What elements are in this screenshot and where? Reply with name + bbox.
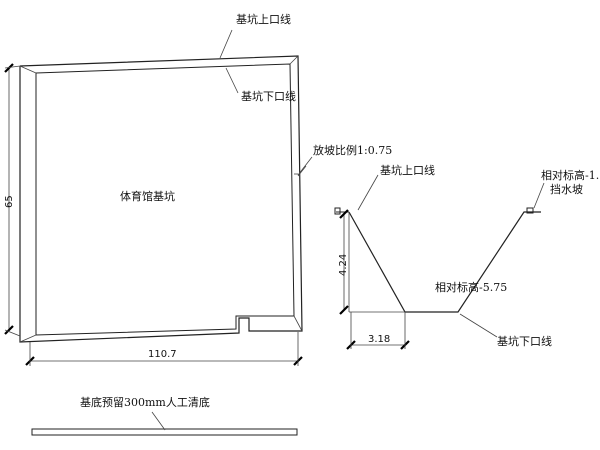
bottom-level-label: 相对标高-5.75 (435, 280, 507, 294)
slope-width-dimension-text: 3.18 (368, 334, 390, 345)
extension-line (4, 65, 21, 69)
retaining-slope-marker (526, 207, 534, 214)
leader-line (297, 156, 313, 176)
pit-plan-view: 基坑上口线 基坑下口线 放坡比例1:0.75 体育馆基坑 65 110.7 (4, 12, 392, 366)
dimension-tick (4, 63, 14, 73)
dimension-tick (339, 305, 349, 315)
plan-top-edge-label: 基坑上口线 (236, 12, 291, 26)
leader-line (533, 182, 545, 209)
pit-top-edge-line (19, 55, 303, 343)
leader-line (151, 411, 166, 431)
section-bottom-edge-label: 基坑下口线 (497, 334, 552, 348)
plan-bottom-edge-label: 基坑下口线 (241, 89, 296, 103)
top-marker (334, 207, 341, 215)
extension-line (4, 329, 21, 337)
base-reserve-strip: 基底预留300mm人工清底 (31, 395, 298, 436)
leader-line (459, 313, 498, 338)
corner-link (19, 334, 37, 343)
dimension-tick (4, 325, 14, 335)
section-profile-line (348, 211, 541, 313)
height-dimension-text: 65 (4, 195, 15, 208)
slope-ratio-label: 放坡比例1:0.75 (313, 143, 392, 157)
width-dimension-text: 110.7 (148, 349, 177, 360)
dimension-tick (339, 209, 349, 219)
corner-link (289, 55, 299, 65)
leader-line (219, 29, 233, 59)
base-reserve-label: 基底预留300mm人工清底 (80, 395, 210, 409)
pit-section-view: 4.24 3.18 基坑上口线 相对标高-5.75 基坑下口线 相对标高-1.5… (334, 163, 600, 350)
section-top-edge-label: 基坑上口线 (380, 163, 435, 177)
slope-marker (297, 165, 307, 177)
retaining-slope-label: 挡水坡 (550, 182, 583, 196)
leader-line (357, 174, 379, 211)
corner-link (293, 315, 303, 332)
corner-link (19, 65, 37, 74)
top-level-label: 相对标高-1.51 (541, 168, 600, 182)
depth-dimension-text: 4.24 (338, 254, 349, 276)
pit-name-label: 体育馆基坑 (120, 189, 175, 203)
leader-line (225, 67, 239, 94)
